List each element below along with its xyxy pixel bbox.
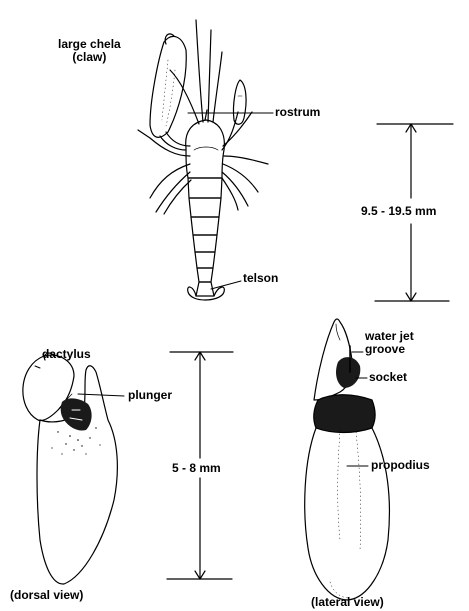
telson-leader-line (211, 281, 241, 289)
rostrum-label: rostrum (275, 106, 320, 119)
large-chela-label: large chela (claw) (58, 38, 121, 64)
claw-text: (claw) (58, 51, 121, 64)
snapping-shrimp-drawing (138, 20, 268, 300)
dorsal-view-label: (dorsal view) (10, 589, 83, 602)
lateral-view-label: (lateral view) (311, 596, 384, 609)
claw-length-label: 5 - 8 mm (172, 462, 221, 475)
groove-text: groove (365, 343, 414, 356)
propodius-label: propodius (371, 459, 430, 472)
dorsal-claw-drawing (23, 353, 118, 584)
body-length-label: 9.5 - 19.5 mm (361, 205, 436, 218)
plunger-label: plunger (128, 389, 172, 402)
water-jet-groove-label: water jet groove (365, 330, 414, 356)
dactylus-label: dactylus (42, 348, 91, 361)
socket-label: socket (369, 371, 407, 384)
dactylus-leader-line (35, 366, 40, 368)
telson-label: telson (243, 272, 278, 285)
